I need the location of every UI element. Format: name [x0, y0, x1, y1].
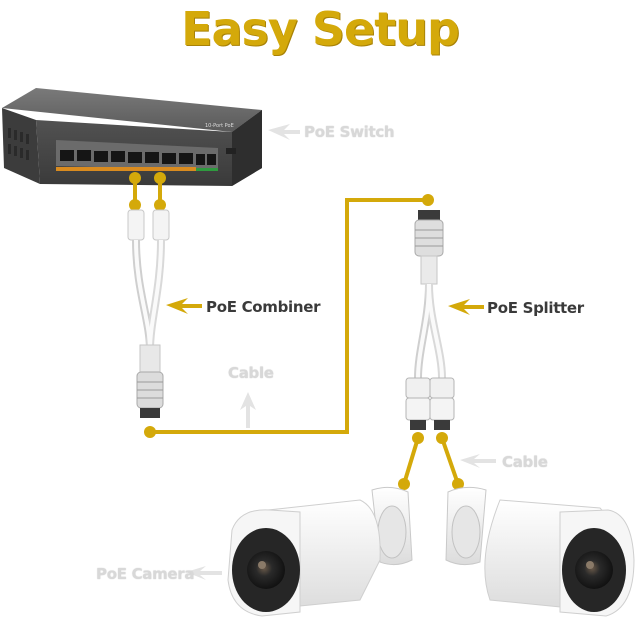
poe-camera-left — [227, 486, 413, 617]
arrow-poe-combiner — [166, 298, 202, 314]
label-cable-top: Cable — [228, 364, 274, 382]
poe-switch: 10-Port PoE — [2, 88, 262, 186]
label-cable-right: Cable — [502, 453, 548, 471]
arrow-poe-camera — [186, 566, 222, 580]
main-cable — [150, 198, 428, 434]
arrow-cable-up — [240, 392, 256, 428]
label-poe-splitter: PoE Splitter — [487, 299, 584, 317]
page-title: Easy Setup — [181, 2, 460, 56]
poe-camera-right — [445, 486, 635, 617]
poe-splitter — [405, 210, 455, 430]
arrow-poe-splitter — [448, 299, 484, 315]
label-poe-switch: PoE Switch — [304, 123, 395, 141]
label-poe-camera: PoE Camera — [96, 565, 195, 583]
arrow-cable-right — [460, 454, 496, 468]
arrow-poe-switch — [268, 124, 300, 140]
label-poe-combiner: PoE Combiner — [206, 298, 321, 316]
splitter-camera-links — [402, 437, 460, 485]
svg-text:10-Port PoE: 10-Port PoE — [205, 123, 234, 129]
poe-combiner — [127, 209, 170, 418]
